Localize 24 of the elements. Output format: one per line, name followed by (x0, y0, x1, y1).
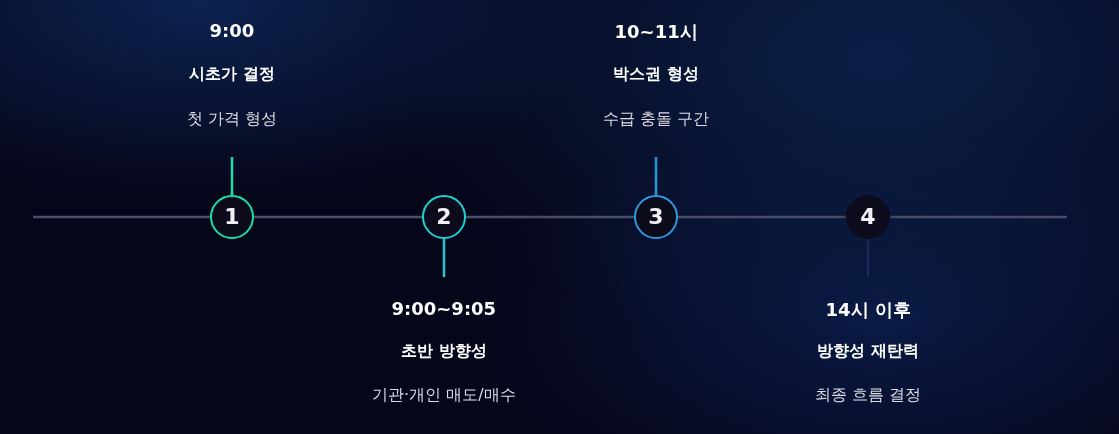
timeline-line (890, 215, 1067, 219)
step-number-circle: 4 (846, 195, 890, 239)
timeline-line (466, 215, 634, 219)
phase-description: 수급 충돌 구간 (603, 109, 710, 130)
phase-description: 첫 가격 형성 (187, 109, 278, 130)
phase-description: 기관·개인 매도/매수 (372, 385, 516, 406)
timeline-line (254, 215, 422, 219)
step-number-circle: 2 (422, 195, 466, 239)
time-label: 10~11시 (614, 20, 698, 44)
phase-title: 박스권 형성 (613, 64, 699, 85)
timeline-line (678, 215, 846, 219)
leader-line (442, 239, 446, 277)
phase-description: 최종 흐름 결정 (815, 385, 922, 406)
leader-line (654, 157, 658, 195)
time-label: 14시 이후 (825, 298, 911, 322)
phase-title: 초반 방향성 (401, 341, 487, 362)
step-number-circle: 1 (210, 195, 254, 239)
leader-line (230, 157, 234, 195)
time-label: 9:00~9:05 (391, 298, 497, 319)
time-label: 9:00 (209, 20, 255, 41)
timeline-line (33, 215, 210, 219)
phase-title: 시초가 결정 (189, 64, 275, 85)
step-number-circle: 3 (634, 195, 678, 239)
phase-title: 방향성 재탄력 (817, 341, 919, 362)
